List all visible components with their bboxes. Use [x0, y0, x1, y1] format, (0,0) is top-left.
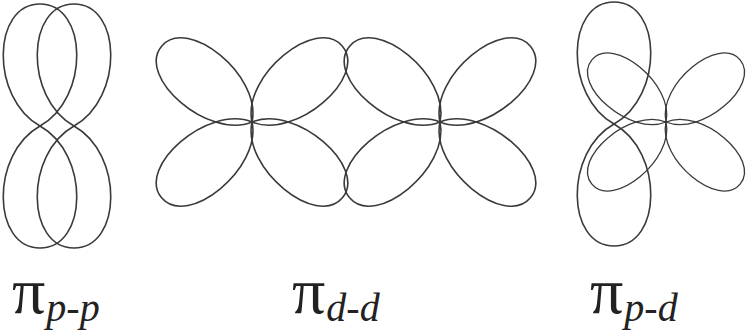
bond-symbol: π [590, 258, 623, 324]
d-orbital [330, 23, 550, 222]
d-orbital [142, 23, 362, 222]
bond-subscript: p-p [46, 288, 99, 328]
p-orbital [3, 4, 77, 248]
bond-symbol: π [12, 258, 45, 324]
bond-subscript: d-d [326, 288, 379, 328]
p-orbital [37, 4, 111, 248]
bond-symbol: π [292, 258, 325, 324]
d-orbital [576, 40, 751, 203]
bond-subscript: p-d [624, 288, 677, 328]
p-orbital [577, 2, 651, 246]
